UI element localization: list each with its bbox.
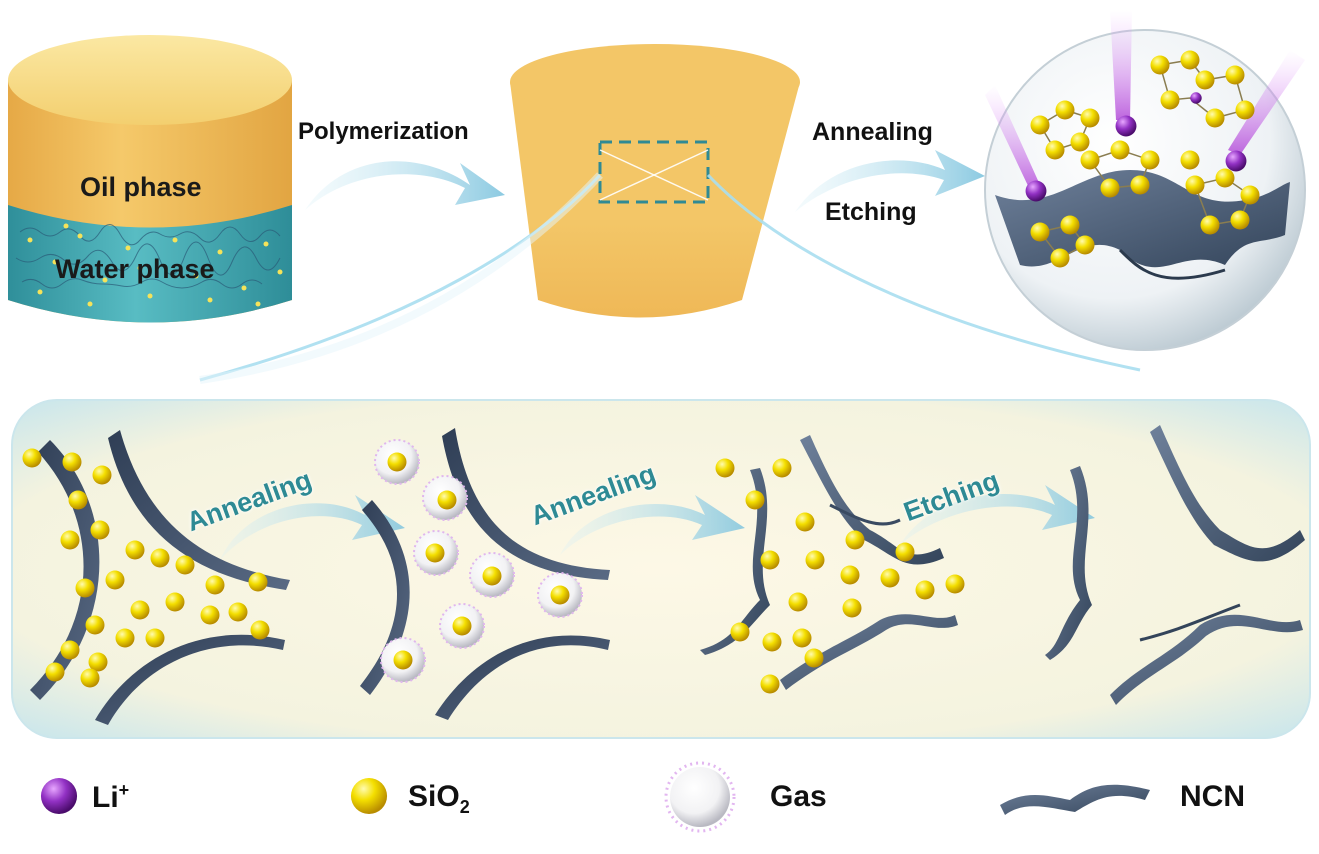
legend-gas-label: Gas xyxy=(770,780,827,813)
legend-li-icon xyxy=(40,777,78,815)
polymerization-label: Polymerization xyxy=(298,118,469,145)
polymer-cylinder xyxy=(510,44,800,318)
etching-label-top: Etching xyxy=(825,198,917,226)
legend-sio2-label: SiO2 xyxy=(408,780,470,817)
step-2-arrow xyxy=(560,495,745,555)
stage-3-network xyxy=(700,435,965,694)
product-bubble xyxy=(984,10,1306,351)
stage-2-network xyxy=(360,428,610,720)
water-phase-label: Water phase xyxy=(55,254,215,284)
legend xyxy=(40,761,1150,833)
annealing-label-top: Annealing xyxy=(812,118,933,146)
annealing-etching-arrow xyxy=(795,150,985,212)
two-phase-cylinder xyxy=(8,35,292,323)
water-phase-particles xyxy=(15,224,281,289)
water-phase-dots xyxy=(27,223,283,307)
legend-gas-icon xyxy=(664,761,736,833)
polymerization-arrow xyxy=(305,161,505,210)
stage-4-ncn xyxy=(1045,425,1305,705)
stage-1-network xyxy=(22,430,290,725)
legend-ncn-label: NCN xyxy=(1180,780,1245,813)
zoom-beams xyxy=(199,149,1141,384)
legend-ncn-icon xyxy=(1000,784,1150,815)
oil-phase-label: Oil phase xyxy=(80,172,202,202)
step-1-arrow xyxy=(220,495,405,560)
gas-bubbles xyxy=(374,439,583,683)
mechanism-panel xyxy=(11,399,1311,739)
zoom-region-box xyxy=(598,140,710,204)
step-3-arrow xyxy=(900,485,1095,545)
legend-li-label: Li+ xyxy=(92,780,130,814)
li-ion-rays xyxy=(985,10,1305,190)
legend-sio2-icon xyxy=(350,777,388,815)
ncn-sheet-large xyxy=(995,170,1290,268)
